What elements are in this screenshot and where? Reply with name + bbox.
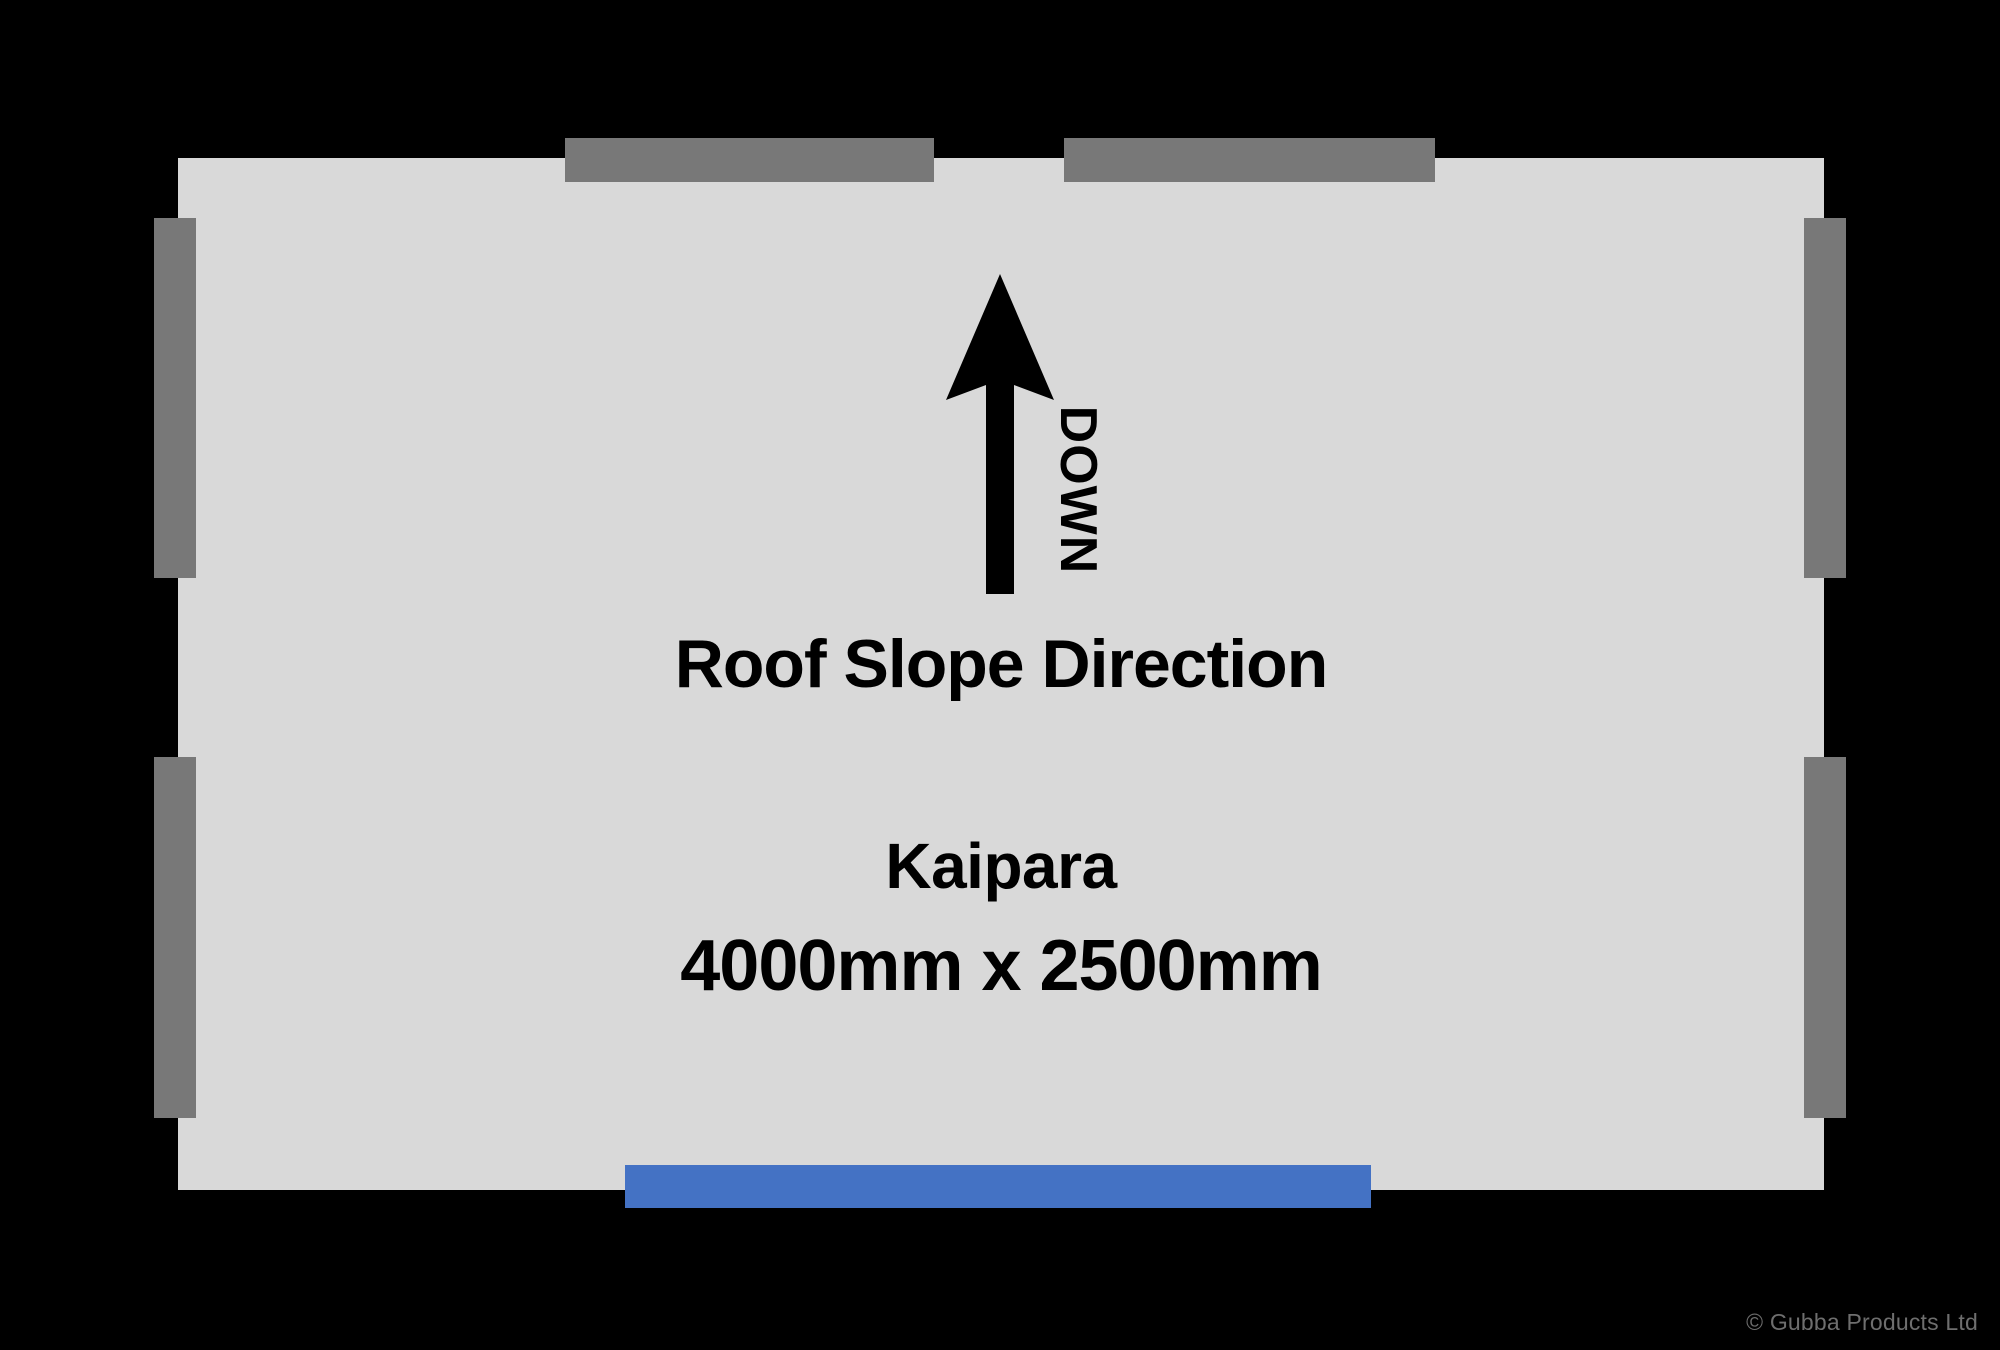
bracket-right-lower (1804, 757, 1846, 1118)
product-dimensions: 4000mm x 2500mm (680, 926, 1322, 1006)
bracket-right-upper (1804, 218, 1846, 578)
bracket-left-lower (154, 757, 196, 1118)
copyright-notice: © Gubba Products Ltd (1746, 1309, 1978, 1335)
product-name: Kaipara (885, 830, 1117, 902)
slope-title: Roof Slope Direction (674, 626, 1328, 702)
up-arrow-icon (930, 268, 1070, 598)
gutter-bar (625, 1165, 1371, 1208)
down-label: DOWN (1046, 390, 1110, 590)
bracket-left-upper (154, 218, 196, 578)
down-label-text: DOWN (1049, 405, 1107, 575)
bracket-top-left (565, 138, 934, 182)
bracket-top-right (1064, 138, 1435, 182)
